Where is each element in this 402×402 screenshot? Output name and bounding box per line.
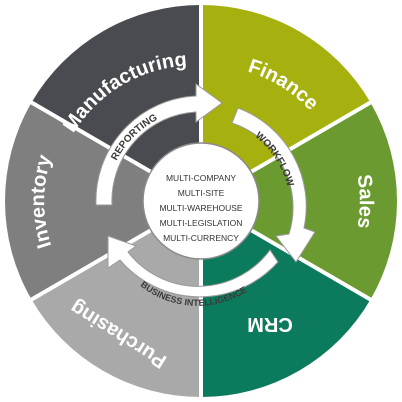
workflow-arrow bbox=[231, 107, 316, 263]
segment-crm bbox=[201, 201, 371, 397]
segment-purchasing bbox=[31, 201, 202, 397]
center-line-1: MULTI-COMPANY bbox=[166, 173, 236, 183]
center-line-3: MULTI-WAREHOUSE bbox=[159, 203, 242, 213]
center-line-5: MULTI-CURRENCY bbox=[163, 233, 239, 243]
center-circle bbox=[142, 142, 260, 260]
business-intelligence-arrow bbox=[107, 235, 279, 298]
segment-manufacturing bbox=[31, 5, 202, 201]
reporting-arrow bbox=[95, 83, 223, 206]
segment-finance bbox=[201, 5, 371, 201]
center-line-4: MULTI-LEGISLATION bbox=[160, 218, 243, 228]
center-line-2: MULTI-SITE bbox=[178, 188, 225, 198]
segment-label-sales: Sales bbox=[353, 173, 377, 230]
segment-label-crm: CRM bbox=[247, 313, 293, 335]
